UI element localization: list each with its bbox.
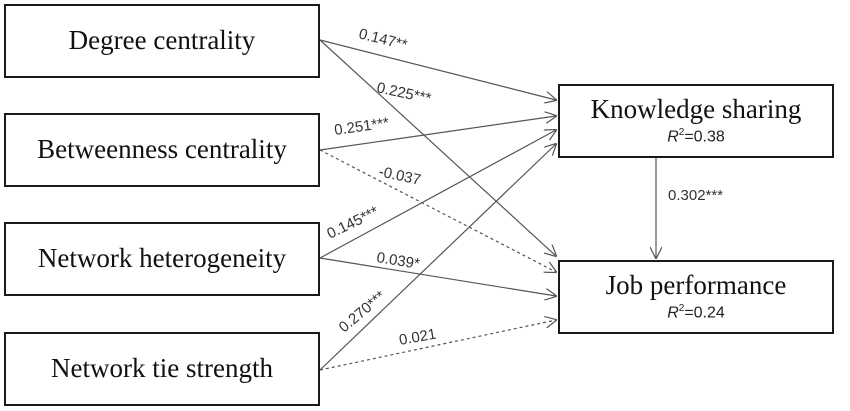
coef-heterogeneity-to-knowledge: 0.145*** [324,203,381,242]
node-network-heterogeneity: Network heterogeneity [4,222,320,296]
node-label: Job performance [605,270,787,301]
r-squared: R2=0.24 [667,303,725,322]
coef-knowledge-to-job: 0.302*** [668,187,723,204]
node-label: Betweenness centrality [37,134,287,165]
node-job-performance: Job performance R2=0.24 [558,260,834,334]
path-heterogeneity-to-job [319,257,556,296]
path-heterogeneity-to-knowledge [319,130,556,259]
coef-degree-to-job: 0.225*** [375,79,433,107]
node-label: Network heterogeneity [37,243,287,274]
node-label: Network tie strength [51,353,273,384]
node-knowledge-sharing: Knowledge sharing R2=0.38 [558,84,834,158]
path-degree-to-job [319,39,556,256]
node-betweenness-centrality: Betweenness centrality [4,113,320,187]
node-network-tie-strength: Network tie strength [4,332,320,406]
coef-betweenness-to-knowledge: 0.251*** [333,114,390,139]
coef-betweenness-to-job: -0.037 [377,163,422,188]
coef-heterogeneity-to-job: 0.039* [375,249,421,273]
coef-degree-to-knowledge: 0.147** [357,25,409,53]
node-label: Degree centrality [68,25,256,56]
node-label: Knowledge sharing [590,94,802,125]
path-betweenness-to-job [319,149,556,272]
node-degree-centrality: Degree centrality [4,4,320,78]
path-tie-strength-to-knowledge [319,144,556,371]
path-betweenness-to-knowledge [319,116,556,151]
coef-tie-strength-to-job: 0.021 [398,326,438,349]
r-squared: R2=0.38 [667,127,725,146]
path-tie-strength-to-job [319,320,556,371]
path-degree-to-knowledge [319,39,556,100]
